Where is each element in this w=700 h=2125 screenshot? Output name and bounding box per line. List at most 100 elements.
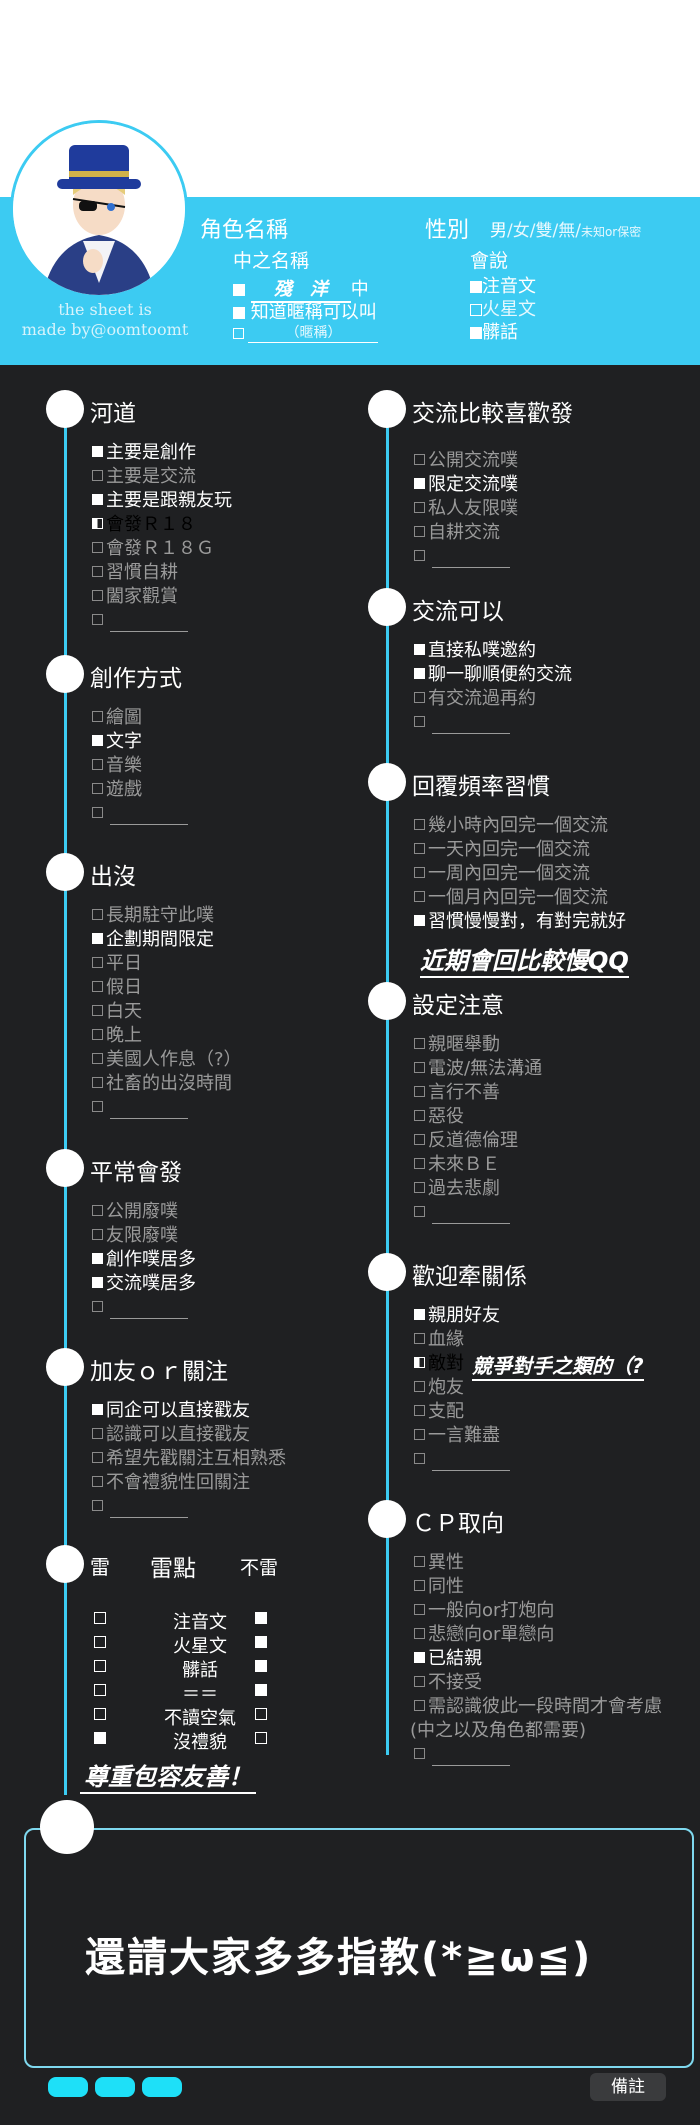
option-can[interactable]: 直接私噗邀約 <box>414 640 536 662</box>
tab-1[interactable] <box>48 2077 88 2097</box>
option-setting[interactable]: 反道德倫理 <box>414 1130 518 1152</box>
checkbox[interactable] <box>414 866 425 878</box>
nickname-checkbox[interactable] <box>233 307 245 319</box>
checkbox[interactable] <box>92 782 103 794</box>
taboo-mine-checkbox[interactable] <box>94 1660 106 1672</box>
checkbox[interactable] <box>92 1028 103 1040</box>
checkbox[interactable] <box>414 1133 425 1145</box>
blank-option[interactable] <box>92 1496 188 1518</box>
option-appear[interactable]: 美國人作息（?） <box>92 1049 242 1071</box>
gender-option-female[interactable]: 女 <box>512 221 530 241</box>
checkbox[interactable] <box>92 1427 103 1439</box>
option-appear[interactable]: 平日 <box>92 953 142 975</box>
notes-tab[interactable]: 備註 <box>590 2073 666 2101</box>
checkbox[interactable] <box>414 1308 425 1320</box>
option-interact[interactable]: 公開交流噗 <box>414 450 518 472</box>
gender-options[interactable]: 男/女/雙/無/未知or保密 <box>490 216 641 241</box>
option-river[interactable]: 主要是交流 <box>92 466 196 488</box>
checkbox[interactable] <box>92 445 103 457</box>
option-river[interactable]: 主要是創作 <box>92 442 196 464</box>
checkbox[interactable] <box>414 1699 425 1711</box>
blank-option[interactable] <box>92 1297 188 1319</box>
option-reply[interactable]: 一天內回完一個交流 <box>414 839 590 861</box>
option-setting[interactable]: 親暱舉動 <box>414 1034 500 1056</box>
option-usual[interactable]: 公開廢噗 <box>92 1201 178 1223</box>
option-usual[interactable]: 創作噗居多 <box>92 1249 196 1271</box>
option-cp[interactable]: 需認識彼此一段時間才會考慮 <box>414 1696 662 1718</box>
checkbox[interactable] <box>414 667 425 679</box>
checkbox[interactable] <box>92 1204 103 1216</box>
checkbox[interactable] <box>414 842 425 854</box>
handle-checkbox[interactable] <box>233 284 245 296</box>
option-river[interactable]: 闔家觀賞 <box>92 586 178 608</box>
checkbox[interactable] <box>92 1252 103 1264</box>
checkbox[interactable] <box>414 1579 425 1591</box>
blank-option[interactable] <box>92 610 188 632</box>
option-interact[interactable]: 限定交流噗 <box>414 474 518 496</box>
blank-option[interactable] <box>414 546 510 568</box>
taboo-ok-checkbox[interactable] <box>255 1636 267 1648</box>
checkbox[interactable] <box>414 1428 425 1440</box>
checkbox[interactable] <box>414 1061 425 1073</box>
checkbox[interactable] <box>92 493 103 505</box>
option-river[interactable]: 會發Ｒ１８ <box>92 514 196 536</box>
option-cp[interactable]: 同性 <box>414 1576 464 1598</box>
option-create[interactable]: 音樂 <box>92 755 142 777</box>
checkbox[interactable] <box>414 1037 425 1049</box>
checkbox[interactable] <box>92 589 103 601</box>
checkbox[interactable] <box>92 1228 103 1240</box>
checkbox[interactable] <box>414 1380 425 1392</box>
option-can[interactable]: 有交流過再約 <box>414 688 536 710</box>
option-interact[interactable]: 私人友限噗 <box>414 498 518 520</box>
gender-option-secret[interactable]: 未知or保密 <box>580 225 642 239</box>
gender-option-none[interactable]: 無 <box>558 221 576 241</box>
checkbox[interactable] <box>92 565 103 577</box>
nickname-input-checkbox[interactable] <box>233 327 244 339</box>
checkbox[interactable] <box>92 710 103 722</box>
checkbox[interactable] <box>414 477 425 489</box>
checkbox[interactable] <box>414 1603 425 1615</box>
gender-option-male[interactable]: 男 <box>490 221 507 241</box>
option-reply[interactable]: 習慣慢慢對，有對完就好 <box>414 911 626 933</box>
blank-option[interactable] <box>414 1202 510 1224</box>
taboo-mine-checkbox[interactable] <box>94 1636 106 1648</box>
checkbox[interactable] <box>414 453 425 465</box>
checkbox[interactable] <box>92 1475 103 1487</box>
option-appear[interactable]: 白天 <box>92 1001 142 1023</box>
checkbox[interactable] <box>414 1404 425 1416</box>
checkbox[interactable] <box>92 734 103 746</box>
blank-option[interactable] <box>92 803 188 825</box>
checkbox[interactable] <box>414 643 425 655</box>
option-create[interactable]: 繪圖 <box>92 707 142 729</box>
checkbox[interactable] <box>92 932 103 944</box>
option-reply[interactable]: 一周內回完一個交流 <box>414 863 590 885</box>
checkbox[interactable] <box>92 1076 103 1088</box>
option-friend[interactable]: 希望先戳關注互相熟悉 <box>92 1448 286 1470</box>
checkbox[interactable] <box>414 691 425 703</box>
checkbox[interactable] <box>92 541 103 553</box>
checkbox[interactable] <box>92 1403 103 1415</box>
checkbox[interactable] <box>414 1555 425 1567</box>
checkbox[interactable] <box>92 908 103 920</box>
checkbox[interactable] <box>414 1157 425 1169</box>
option-create[interactable]: 文字 <box>92 731 142 753</box>
option-reply[interactable]: 一個月內回完一個交流 <box>414 887 608 909</box>
tab-2[interactable] <box>95 2077 135 2097</box>
option-interact[interactable]: 自耕交流 <box>414 522 500 544</box>
checkbox[interactable] <box>414 1332 425 1344</box>
checkbox[interactable] <box>414 1627 425 1639</box>
option-relation[interactable]: 一言難盡 <box>414 1425 500 1447</box>
taboo-ok-checkbox[interactable] <box>255 1660 267 1672</box>
taboo-ok-checkbox[interactable] <box>255 1612 267 1624</box>
option-relation[interactable]: 敵對 <box>414 1353 464 1375</box>
taboo-ok-checkbox[interactable] <box>255 1684 267 1696</box>
checkbox[interactable] <box>92 1276 103 1288</box>
tab-3[interactable] <box>142 2077 182 2097</box>
option-create[interactable]: 遊戲 <box>92 779 142 801</box>
speaks-item[interactable]: 火星文 <box>470 298 536 321</box>
option-river[interactable]: 會發Ｒ１８Ｇ <box>92 538 214 560</box>
option-cp[interactable]: 一般向or打炮向 <box>414 1600 554 1622</box>
option-can[interactable]: 聊一聊順便約交流 <box>414 664 572 686</box>
option-reply[interactable]: 幾小時內回完一個交流 <box>414 815 608 837</box>
taboo-mine-checkbox[interactable] <box>94 1612 106 1624</box>
